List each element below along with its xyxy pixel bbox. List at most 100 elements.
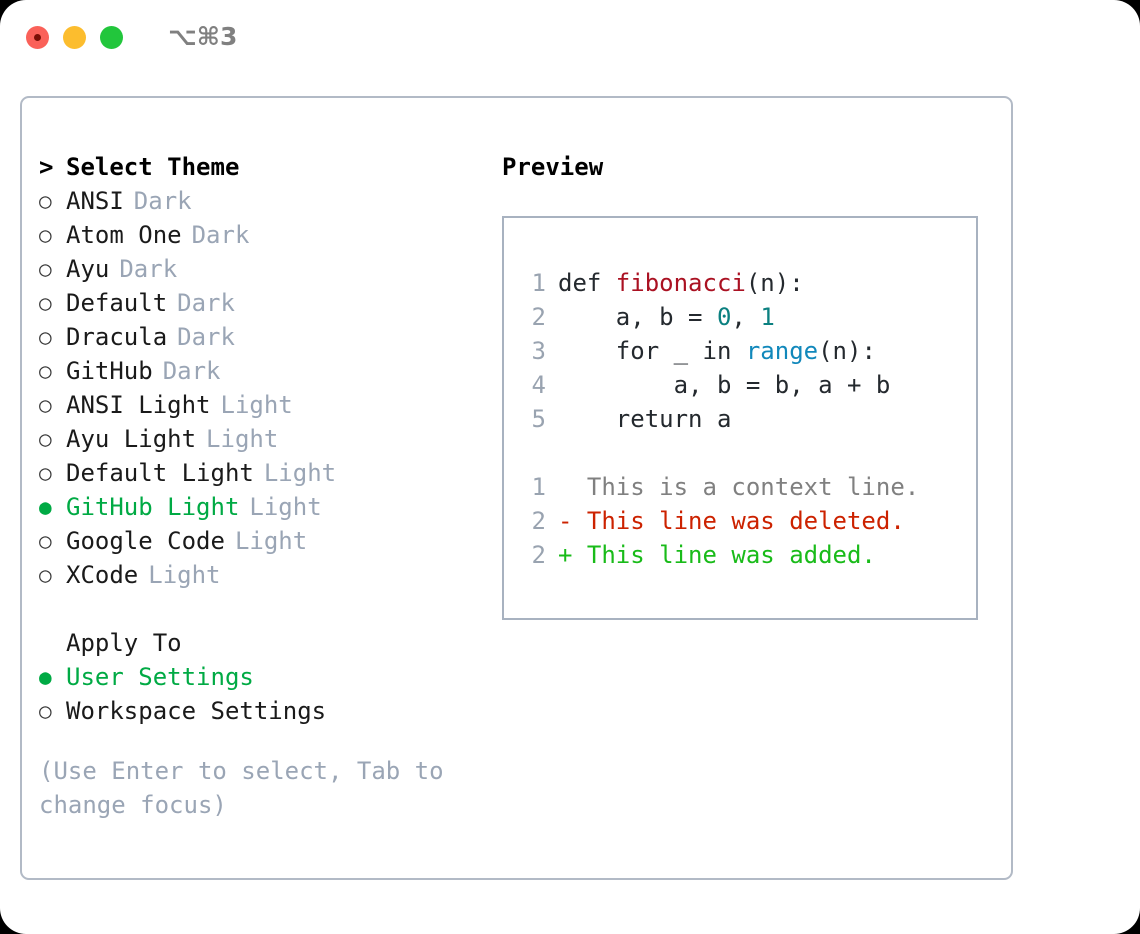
minimize-window-icon[interactable]	[63, 26, 86, 49]
theme-variant-tag: Dark	[133, 187, 192, 215]
theme-variant-tag: Dark	[119, 255, 178, 283]
radio-empty-icon: ○	[39, 427, 52, 451]
code-line: 3 for _ in range(n):	[522, 334, 919, 368]
theme-option-label: ANSI Light	[66, 391, 211, 419]
line-number: 3	[531, 337, 546, 365]
code-token: 1	[760, 303, 775, 331]
code-token: a, b =	[558, 303, 717, 331]
theme-option-github-light[interactable]: ● GitHub Light Light	[39, 490, 489, 524]
select-theme-label: Select Theme	[66, 153, 240, 181]
radio-empty-icon: ○	[39, 325, 52, 349]
apply-to-option-label: User Settings	[66, 663, 254, 691]
code-token: def	[558, 269, 616, 297]
code-token: range	[745, 337, 819, 365]
apply-to-heading: Apply To	[66, 629, 182, 657]
line-number: 1	[531, 473, 546, 501]
apply-to-option-workspace-settings[interactable]: ○ Workspace Settings	[39, 694, 489, 728]
radio-empty-icon: ○	[39, 529, 52, 553]
theme-option-default-light[interactable]: ○ Default Light Light	[39, 456, 489, 490]
radio-empty-icon: ○	[39, 461, 52, 485]
theme-option-label: GitHub	[66, 357, 153, 385]
code-line: 4 a, b = b, a + b	[522, 368, 919, 402]
code-line: 2 a, b = 0, 1	[522, 300, 919, 334]
radio-selected-icon: ●	[39, 665, 52, 689]
diff-line-add: 2+ This line was added.	[522, 538, 919, 572]
theme-option-label: XCode	[66, 561, 139, 589]
theme-option-label: Ayu	[66, 255, 110, 283]
diff-line-text: This is a context line.	[558, 473, 920, 501]
window-controls	[26, 26, 123, 49]
theme-variant-tag: Dark	[177, 323, 235, 351]
code-diff-separator	[522, 436, 919, 470]
keyboard-shortcut-label: ⌥⌘3	[168, 22, 238, 51]
theme-variant-tag: Light	[263, 459, 337, 487]
line-number: 2	[531, 507, 546, 535]
theme-option-label: Default	[66, 289, 168, 317]
radio-empty-icon: ○	[39, 699, 52, 723]
code-token: 0	[716, 303, 732, 331]
diff-line-ctx: 1 This is a context line.	[522, 470, 920, 504]
radio-empty-icon: ○	[39, 563, 52, 587]
theme-option-ansi[interactable]: ○ ANSI Dark	[39, 184, 489, 218]
line-number: 1	[531, 269, 546, 297]
theme-option-ayu[interactable]: ○ Ayu Dark	[39, 252, 489, 286]
theme-option-dracula[interactable]: ○ Dracula Dark	[39, 320, 489, 354]
theme-option-default[interactable]: ○ Default Dark	[39, 286, 489, 320]
theme-variant-tag: Light	[234, 527, 308, 555]
theme-option-google-code[interactable]: ○ Google Code Light	[39, 524, 489, 558]
theme-variant-tag: Light	[206, 425, 279, 453]
radio-empty-icon: ○	[39, 291, 52, 315]
radio-empty-icon: ○	[39, 359, 52, 383]
close-window-icon[interactable]	[26, 26, 49, 49]
code-token: return a	[558, 405, 732, 433]
code-token: (n):	[745, 269, 804, 297]
theme-option-label: Ayu Light	[66, 425, 197, 453]
code-token: a, b = b, a + b	[558, 371, 891, 399]
theme-option-label: GitHub Light	[66, 493, 240, 521]
diff-line-text: - This line was deleted.	[558, 507, 905, 535]
radio-empty-icon: ○	[39, 189, 52, 213]
code-token: (n):	[818, 337, 876, 365]
theme-option-ayu-light[interactable]: ○ Ayu Light Light	[39, 422, 489, 456]
line-number: 2	[531, 303, 546, 331]
diff-line-text: + This line was added.	[558, 541, 876, 569]
theme-variant-tag: Dark	[162, 357, 221, 385]
radio-selected-icon: ●	[39, 495, 52, 519]
theme-variant-tag: Dark	[177, 289, 235, 317]
code-token: for _ in	[558, 337, 746, 365]
theme-option-atom-one[interactable]: ○ Atom One Dark	[39, 218, 489, 252]
theme-option-label: ANSI	[66, 187, 124, 215]
code-token: fibonacci	[615, 269, 746, 297]
theme-option-label: Google Code	[66, 527, 225, 555]
theme-option-github[interactable]: ○ GitHub Dark	[39, 354, 489, 388]
apply-to-option-user-settings[interactable]: ● User Settings	[39, 660, 489, 694]
code-line: 1 def fibonacci(n):	[522, 266, 919, 300]
theme-variant-tag: Light	[249, 493, 322, 521]
theme-option-label: Default Light	[66, 459, 254, 487]
select-theme-heading: > Select Theme	[39, 150, 489, 184]
line-number: 5	[531, 405, 546, 433]
code-line: 5 return a	[522, 402, 919, 436]
radio-empty-icon: ○	[39, 223, 52, 247]
keyboard-hint-text: (Use Enter to select, Tab to change focu…	[39, 757, 444, 819]
caret-icon: >	[39, 153, 54, 181]
theme-option-label: Dracula	[66, 323, 168, 351]
radio-empty-icon: ○	[39, 257, 52, 281]
line-number: 4	[531, 371, 546, 399]
section-spacer	[39, 592, 489, 626]
theme-option-label: Atom One	[66, 221, 182, 249]
apply-to-option-label: Workspace Settings	[66, 697, 327, 725]
theme-variant-tag: Dark	[191, 221, 250, 249]
maximize-window-icon[interactable]	[100, 26, 123, 49]
code-token: ,	[731, 303, 761, 331]
theme-variant-tag: Light	[220, 391, 293, 419]
